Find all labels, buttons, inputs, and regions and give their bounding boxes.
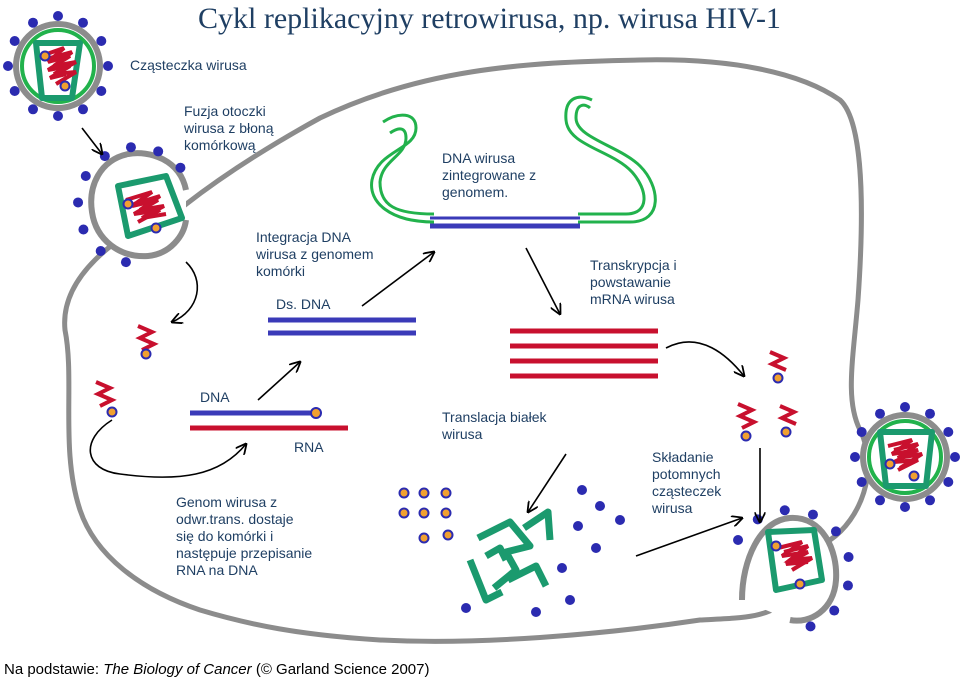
mrna-fragment-right [735, 350, 799, 442]
envelope-spike [9, 36, 20, 46]
protein-dot [615, 515, 625, 525]
envelope-spike [925, 408, 935, 419]
enzyme-cluster [398, 487, 454, 544]
label-transcription: Transkrypcja i powstawanie mRNA wirusa [590, 257, 677, 307]
protein-dot [591, 543, 601, 553]
envelope-spike [153, 146, 164, 157]
virus-particle-top [3, 11, 113, 121]
envelope-spike [96, 36, 107, 46]
enzyme [442, 529, 454, 541]
envelope-spike [850, 452, 860, 462]
label-translation: Translacja białek wirusa [442, 409, 547, 442]
envelope-spike [807, 509, 818, 520]
arrow-to-transcription [525, 247, 560, 314]
label-dna: DNA [200, 389, 230, 405]
protein-dot [565, 595, 575, 605]
label-integration: Integracja DNA wirusa z genomem komórki [256, 229, 374, 279]
envelope-spike [843, 552, 854, 563]
envelope-spike [733, 535, 744, 545]
envelope-spike [78, 104, 88, 115]
page-title: Cykl replikacyjny retrowirusa, np. wirus… [198, 2, 781, 35]
envelope-spike [175, 162, 186, 173]
envelope-spike [78, 224, 89, 235]
integrated-genome [370, 95, 657, 229]
arrow-to-fusion [81, 127, 102, 154]
envelope-spike [830, 526, 841, 537]
envelope-spike [120, 257, 131, 268]
enzyme [440, 507, 452, 519]
envelope-spike [73, 197, 84, 208]
label-rna: RNA [294, 439, 324, 455]
rna-fragment-2 [93, 380, 118, 418]
envelope-spike [752, 514, 763, 525]
envelope-spike [875, 495, 885, 506]
enzyme [418, 507, 430, 519]
label-fusion: Fuzja otoczki wirusa z błoną komórkową [184, 103, 274, 153]
arrow-to-mrna-export [665, 341, 744, 376]
envelope-spike [80, 171, 91, 181]
protein-dot [595, 501, 605, 511]
virus-fusing [73, 142, 189, 268]
arrow-to-budding [635, 518, 742, 557]
enzyme [418, 532, 430, 544]
enzyme [398, 487, 410, 499]
enzyme [418, 487, 430, 499]
envelope-spike [875, 408, 885, 419]
arrow-to-integration [361, 252, 434, 307]
envelope-spike [842, 580, 853, 591]
envelope-spike [103, 61, 113, 71]
envelope-spike [943, 477, 954, 487]
envelope-spike [28, 17, 38, 28]
envelope-spike [925, 495, 935, 506]
label-integrated: DNA wirusa zintegrowane z genomem. [442, 150, 537, 200]
envelope-spike [9, 86, 20, 96]
enzyme [398, 507, 410, 519]
protein-dot [461, 603, 471, 613]
envelope-spike [53, 11, 63, 21]
protein-dot [577, 485, 587, 495]
ds-dna [268, 317, 416, 336]
arrow-to-translation [528, 453, 567, 512]
envelope-spike [950, 452, 960, 462]
envelope-spike [95, 246, 106, 257]
envelope-spike [900, 502, 910, 512]
envelope-spike [900, 402, 910, 412]
footer-suffix: (© Garland Science 2007) [255, 661, 430, 678]
label-genome-entry: Genom wirusa z odwr.trans. dostaje się d… [176, 494, 313, 578]
arrow-to-dsdna [257, 362, 300, 401]
envelope-spike [805, 621, 816, 632]
envelope-spike [779, 505, 790, 516]
capsid-proteins [466, 508, 554, 604]
dna-rna-hybrid [190, 407, 348, 431]
rna-fragment-1 [135, 324, 159, 360]
enzyme [440, 487, 452, 499]
protein-dot [573, 521, 583, 531]
envelope-spike [3, 61, 13, 71]
footer-prefix: Na podstawie: [4, 661, 100, 678]
protein-dot [531, 607, 541, 617]
protein-dots [461, 485, 625, 617]
label-ds-dna: Ds. DNA [276, 296, 331, 312]
virus-released [850, 402, 960, 512]
label-particle: Cząsteczka wirusa [130, 57, 247, 73]
protein-dot [557, 563, 567, 573]
envelope-spike [856, 477, 867, 487]
envelope-spike [53, 111, 63, 121]
label-assembly: Składanie potomnych cząsteczek wirusa [652, 449, 722, 516]
envelope-spike [943, 427, 954, 437]
source-footer: Na podstawie: The Biology of Cancer (© G… [4, 661, 429, 678]
mrna-strands [510, 328, 658, 379]
arrow-to-rt [89, 419, 246, 478]
envelope-spike [28, 104, 38, 115]
envelope-spike [78, 17, 88, 28]
envelope-spike [96, 86, 107, 96]
virus-budding [733, 505, 854, 632]
arrow-to-cytoplasm [172, 261, 199, 322]
envelope-spike [125, 142, 136, 153]
envelope-spike [829, 605, 840, 616]
footer-book: The Biology of Cancer [103, 661, 252, 678]
envelope-spike [856, 427, 867, 437]
process-arrows [81, 127, 760, 557]
